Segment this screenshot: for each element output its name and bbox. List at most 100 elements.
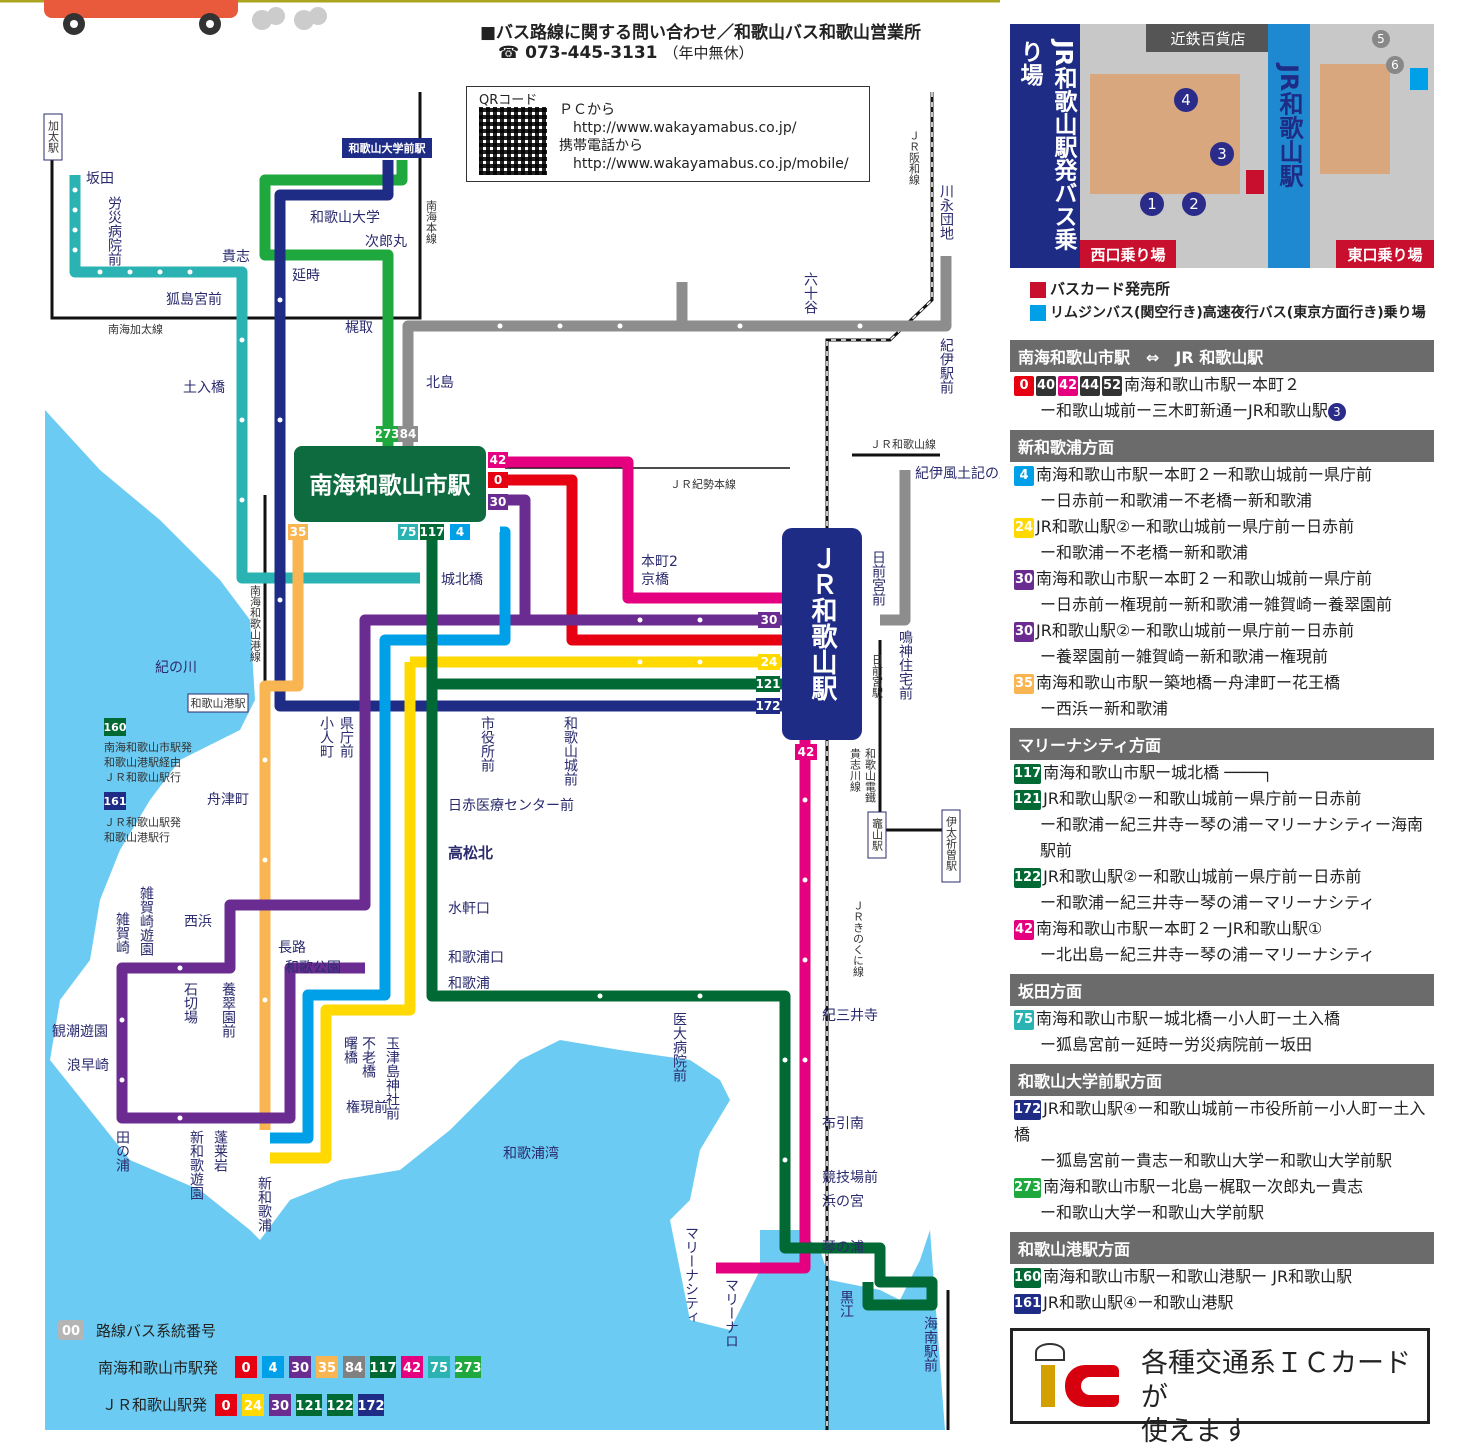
- station-kamayama[interactable]: 竈山駅: [871, 817, 884, 852]
- west-exit-label: 西口乗り場: [1090, 246, 1166, 264]
- stop-saika: 雑賀崎: [114, 912, 130, 954]
- stop-ishikiri: 石切場: [182, 982, 198, 1024]
- legend-card-row: バスカード発売所: [1030, 278, 1170, 299]
- ic-card-notice: 各種交通系ＩＣカードが使えます: [1010, 1328, 1430, 1447]
- stop-kainan: 海南駅前: [922, 1316, 938, 1373]
- kintetsu-label: 近鉄百貨店: [1170, 30, 1246, 48]
- qr-pc-url[interactable]: http://www.wakayamabus.co.jp/: [573, 120, 797, 136]
- stop-shiyakusho: 市役所前: [479, 715, 495, 773]
- route-number-badge: 122: [1014, 867, 1042, 888]
- stop-kojin: 小人町: [318, 716, 334, 758]
- stop-6-marker[interactable]: 6: [1386, 56, 1404, 74]
- route-number-badge: 273: [1014, 1177, 1042, 1198]
- bus-route-map: 南海和歌山市駅 ＪＲ和歌山駅 42 0 30 4 75 117 35 273 8…: [0, 0, 1000, 1430]
- card-sales-marker[interactable]: [1246, 170, 1264, 194]
- key-route-badge: [428, 1356, 450, 1378]
- station-wadai[interactable]: 和歌山大学前駅: [349, 141, 426, 155]
- key-route-badge: [215, 1394, 237, 1416]
- key-route-badge: [235, 1356, 257, 1378]
- rail-nankai-port: 南海和歌山港線: [249, 585, 262, 662]
- svg-text:35: 35: [290, 525, 307, 539]
- key-route-label: 84: [345, 1361, 363, 1376]
- key-route-label: 4: [268, 1361, 277, 1376]
- qr-mobile-url[interactable]: http://www.wakayamabus.co.jp/mobile/: [573, 156, 849, 172]
- station-port[interactable]: 和歌山港駅: [191, 696, 246, 710]
- stop-yosui: 養翠園前: [220, 981, 236, 1039]
- stop-mutaya: 六十谷: [802, 272, 818, 314]
- stop-2-marker[interactable]: 2: [1182, 192, 1206, 216]
- route-161-badge: 161: [104, 795, 127, 808]
- stop-kencho: 県庁前: [338, 716, 354, 759]
- station-diagram-title: JR和歌山駅発バス乗り場: [1016, 40, 1076, 251]
- stop-narukami: 鳴神住宅前: [897, 630, 913, 701]
- route-number-badge: 4: [1014, 465, 1034, 486]
- legend-route-line: ー和歌浦ー紀三井寺ー琴の浦ーマリーナシティ: [1040, 893, 1376, 912]
- stop-wadaigaku: 和歌山大学: [310, 210, 380, 226]
- route-number-badge: 30: [1014, 621, 1034, 642]
- route-160-l1: 南海和歌山市駅発: [104, 740, 192, 754]
- svg-text:75: 75: [400, 525, 417, 539]
- key-route-label: 172: [357, 1399, 384, 1414]
- legend-route-line: ー北出島ー紀三井寺ー琴の浦ーマリーナシティ: [1040, 945, 1376, 964]
- legend-route-line: 南海和歌山市駅ー本町２ーJR和歌山駅①: [1036, 919, 1323, 938]
- route-number-badge: 40: [1036, 375, 1056, 396]
- nankai-hub-label: 南海和歌山市駅: [310, 472, 471, 499]
- legend-route-line: ー和歌浦ー不老橋ー新和歌浦: [1040, 543, 1249, 562]
- route-number-badge: 30: [1014, 569, 1034, 590]
- stop-doiri: 土入橋: [183, 380, 225, 396]
- nankai-hub[interactable]: [294, 446, 486, 522]
- route-number-badge: 121: [1014, 789, 1042, 810]
- qr-code-icon[interactable]: [479, 107, 547, 175]
- limo-stop-marker[interactable]: [1410, 68, 1428, 90]
- stop-4-marker[interactable]: 4: [1174, 88, 1198, 112]
- rail-jr-hanwa: ＪＲ阪和線: [908, 130, 921, 185]
- rail-jr-wakayama: ＪＲ和歌山線: [870, 437, 936, 451]
- key-route-badge: [242, 1394, 264, 1416]
- legend-route-line: JR和歌山駅②ー和歌山城前ー県庁前ー日赤前: [1043, 867, 1362, 886]
- stop-1-marker[interactable]: 1: [1140, 192, 1164, 216]
- key-route-badge: [358, 1394, 384, 1416]
- stop-gongen: 権現前: [346, 1099, 388, 1116]
- stop-horai: 蓬莱岩: [212, 1130, 228, 1172]
- route-dots: [72, 187, 863, 1163]
- route-number-badge: 24: [1014, 517, 1034, 538]
- key-route-label: 0: [221, 1399, 230, 1414]
- route-number-badge: 44: [1080, 375, 1100, 396]
- route-number-badge: 117: [1014, 763, 1042, 784]
- stop-5-marker[interactable]: 5: [1372, 30, 1390, 48]
- stop-kotonoura: 琴の浦: [822, 1240, 864, 1256]
- legend-route-line: 南海和歌山市駅ー城北橋ー小人町ー土入橋: [1036, 1009, 1341, 1028]
- legend-route-line: 南海和歌山市駅ー本町２: [1124, 375, 1301, 394]
- stop-taura: 田の浦: [114, 1130, 130, 1172]
- stop-akebono: 曙橋: [342, 1036, 358, 1064]
- legend-route-line: JR和歌山駅②ー和歌山城前ー県庁前ー日赤前: [1036, 621, 1355, 640]
- stop-kawanaga: 川永団地: [938, 184, 954, 240]
- qr-pc-label: ＰＣから: [559, 102, 615, 118]
- stop-mizunoki: 水軒口: [448, 901, 490, 917]
- stop-3-marker[interactable]: 3: [1210, 142, 1234, 166]
- jr-hub[interactable]: [782, 528, 862, 740]
- stop-hamanomiya: 浜の宮: [822, 1194, 864, 1210]
- station-kada[interactable]: 加太駅: [47, 120, 60, 154]
- key-route-badge: [370, 1356, 396, 1378]
- legend-section-title: 南海和歌山市駅 ⇔ JR 和歌山駅: [1010, 340, 1434, 372]
- inquiry-phone[interactable]: 073-445-3131: [525, 43, 658, 63]
- legend-route-line: JR和歌山駅②ー和歌山城前ー県庁前ー日赤前: [1043, 789, 1362, 808]
- station-itaki[interactable]: 伊太祈曽駅: [945, 816, 958, 872]
- stop-nagao: 長路: [278, 940, 306, 956]
- stop-rousai: 労災病院前: [106, 196, 122, 267]
- key-route-label: 35: [318, 1361, 336, 1376]
- route-160-l3: ＪＲ和歌山駅行: [104, 770, 181, 784]
- legend-section-title: 和歌山大学前駅方面: [1010, 1064, 1434, 1096]
- legend-route-line: 南海和歌山市駅ー築地橋ー舟津町ー花王橋: [1036, 673, 1341, 692]
- jr-hub-label: ＪＲ和歌山駅: [807, 545, 837, 702]
- svg-text:172: 172: [755, 699, 780, 713]
- route-number-badge: 75: [1014, 1009, 1034, 1030]
- stop-kitsune: 狐島宮前: [166, 291, 222, 308]
- key-route-label: 30: [271, 1399, 289, 1414]
- sea-area: [45, 410, 945, 1430]
- stop-kimii: 紀三井寺: [822, 1008, 878, 1024]
- stop-funatsu: 舟津町: [207, 792, 249, 808]
